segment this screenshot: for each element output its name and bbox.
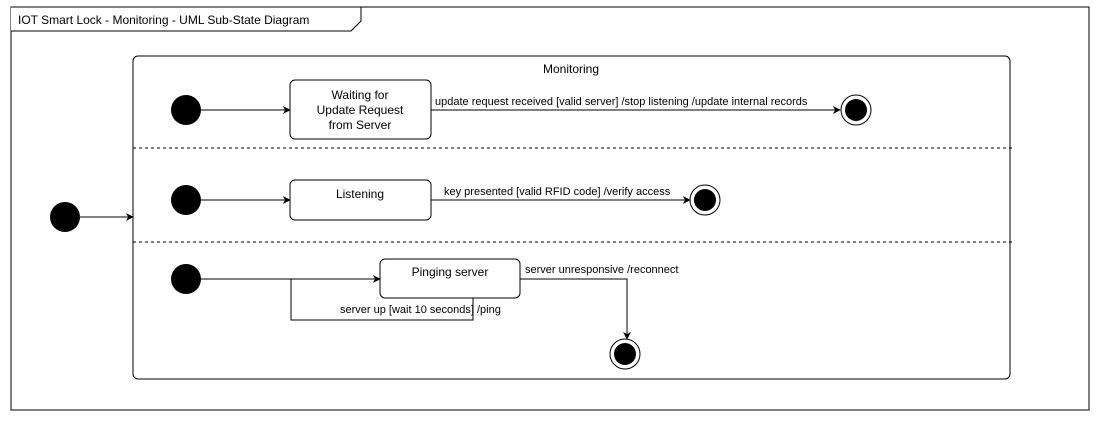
region2-transition-label: key presented [valid RFID code] /verify …	[444, 186, 671, 198]
frame-title: IOT Smart Lock - Monitoring - UML Sub-St…	[18, 13, 309, 27]
state-pinging-label: Pinging server	[412, 265, 489, 279]
region3-self-transition	[290, 278, 474, 321]
state-waiting-line-3: from Server	[329, 118, 392, 132]
state-listening-label: Listening	[336, 187, 384, 201]
state-waiting-line-2: Update Request	[317, 103, 404, 117]
monitoring-composite-state	[132, 55, 1011, 380]
diagram-frame	[10, 6, 1090, 411]
region2-final-state	[689, 184, 721, 216]
region3-self-transition-label: server up [wait 10 seconds] /ping	[340, 304, 501, 316]
region1-initial-state	[171, 95, 201, 125]
region3-transition-label: server unresponsive /reconnect	[525, 264, 678, 276]
outer-initial-state	[50, 202, 80, 232]
region1-final-state	[840, 94, 872, 126]
region1-transition-label: update request received [valid server] /…	[435, 96, 808, 108]
composite-state-name: Monitoring	[543, 62, 599, 76]
region3-initial-state	[171, 264, 201, 294]
region3-final-state	[609, 338, 641, 370]
region2-initial-state	[171, 185, 201, 215]
state-waiting-line-1: Waiting for	[332, 88, 389, 102]
frame-title-tab	[11, 6, 362, 32]
region3-transition	[520, 278, 631, 340]
